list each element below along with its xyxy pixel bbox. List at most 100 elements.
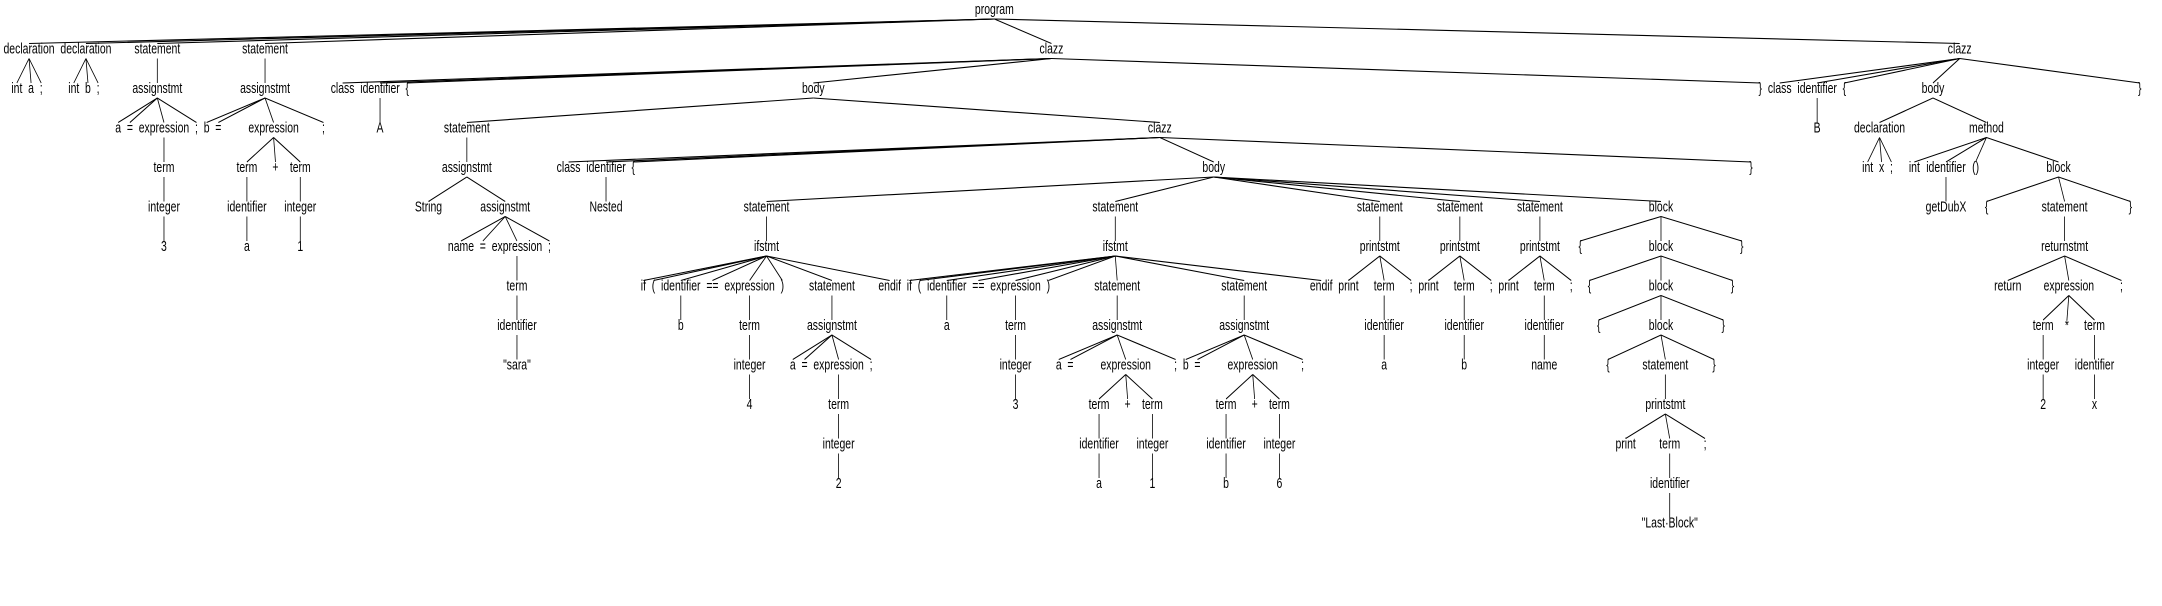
tree-edge [504,216,518,242]
token-symbol: = [1194,357,1200,373]
node-identifier: identifier [661,278,700,294]
token-b: b [1183,357,1189,373]
tree-edge [466,176,506,202]
tree-edge [1098,374,1126,400]
token-getdubx: getDubX [1926,199,1967,215]
tree-edge [1660,334,1715,361]
node-statement: statement [242,41,288,57]
tree-edge [2064,255,2070,281]
tree-edge [265,18,995,45]
token-symbol: ; [195,120,198,136]
token-symbol: } [1759,80,1762,96]
token-a: A [377,120,384,136]
token-name: name [448,238,474,254]
token-print: print [1418,278,1439,294]
tree-edge [1844,57,1960,84]
node-term: term [236,159,257,175]
token-class: class [557,159,581,175]
token-symbol: ) [1047,278,1050,294]
tree-edge [766,176,1214,203]
tree-edge [1252,374,1280,400]
node-statement: statement [744,199,790,215]
node-clazz: clazz [1040,41,1064,57]
node-expression: expression [2044,278,2094,294]
node-statement: statement [134,41,180,57]
node-block: block [1649,317,1674,333]
token-class: class [1768,80,1792,96]
token-symbol: { [1606,357,1609,373]
node-term: term [154,159,175,175]
token-symbol: } [1740,238,1743,254]
tree-edge [1660,334,1666,360]
token-return: return [1994,278,2021,294]
node-block: block [2046,159,2071,175]
node-returnstmt: returnstmt [2041,238,2088,254]
tree-edge [1058,334,1118,361]
token-symbol: = [801,357,807,373]
node-term: term [1374,278,1395,294]
tree-edge [428,176,468,202]
node-term: term [507,278,528,294]
tree-edge [2066,295,2070,321]
node-term: term [1454,278,1475,294]
tree-edge [264,97,274,123]
tree-edge [804,334,833,360]
node-term: term [1269,396,1290,412]
token-print: print [1338,278,1359,294]
token-3: 3 [161,238,167,254]
tree-edge [1867,137,1880,163]
token-symbol: ; [97,80,100,96]
tree-edge [28,58,32,84]
node-identifier: identifier [497,317,536,333]
node-statement: statement [1221,278,1267,294]
tree-edge [1986,136,2059,163]
node-integer: integer [284,199,316,215]
token-x: x [2092,396,2098,412]
tree-edge [1252,374,1256,400]
tree-edge [1664,413,1671,439]
node-term: term [1089,396,1110,412]
token-symbol: ; [1301,357,1304,373]
node-identifier: identifier [1525,317,1564,333]
token-symbol: ( [652,278,656,294]
node-statement: statement [1092,199,1138,215]
node-expression: expression [248,120,298,136]
token-b: b [1461,357,1467,373]
tree-edge [1125,374,1129,400]
node-expression: expression [139,120,189,136]
token-symbol: ; [2120,278,2123,294]
tree-edge [157,97,197,124]
node-integer: integer [1136,436,1168,452]
node-block: block [1649,199,1674,215]
node-integer: integer [1263,436,1295,452]
tree-edge [1114,255,1118,281]
node-statement: statement [1357,199,1403,215]
tree-edge [1539,255,1572,281]
token-symbol: ; [1174,357,1177,373]
node-identifier: identifier [1206,436,1245,452]
token-a: a [1381,357,1388,373]
tree-edge [2058,176,2065,202]
tree-edge [1213,176,1662,203]
node-assignstmt: assignstmt [1219,317,1269,333]
token-symbol: ; [870,357,873,373]
tree-edge [1660,215,1742,242]
node-declaration: declaration [4,41,55,57]
tree-edge [1879,137,1892,163]
tree-edge [1660,294,1724,321]
tree-edge [1779,57,1960,84]
tree-edge [792,334,833,361]
node-identifier: identifier [927,278,966,294]
token-symbol: ; [1490,278,1493,294]
tree-edge [946,255,1116,282]
tree-edge [1185,334,1245,361]
tree-edge [1225,374,1253,400]
token-symbol: } [2138,80,2141,96]
node-identifier: identifier [227,199,266,215]
tree-edge [1115,255,1245,282]
node-integer: integer [2027,357,2059,373]
token-b: b [1223,475,1229,491]
tree-edge [246,137,274,163]
tree-edge [117,97,158,124]
node-term: term [1534,278,1555,294]
